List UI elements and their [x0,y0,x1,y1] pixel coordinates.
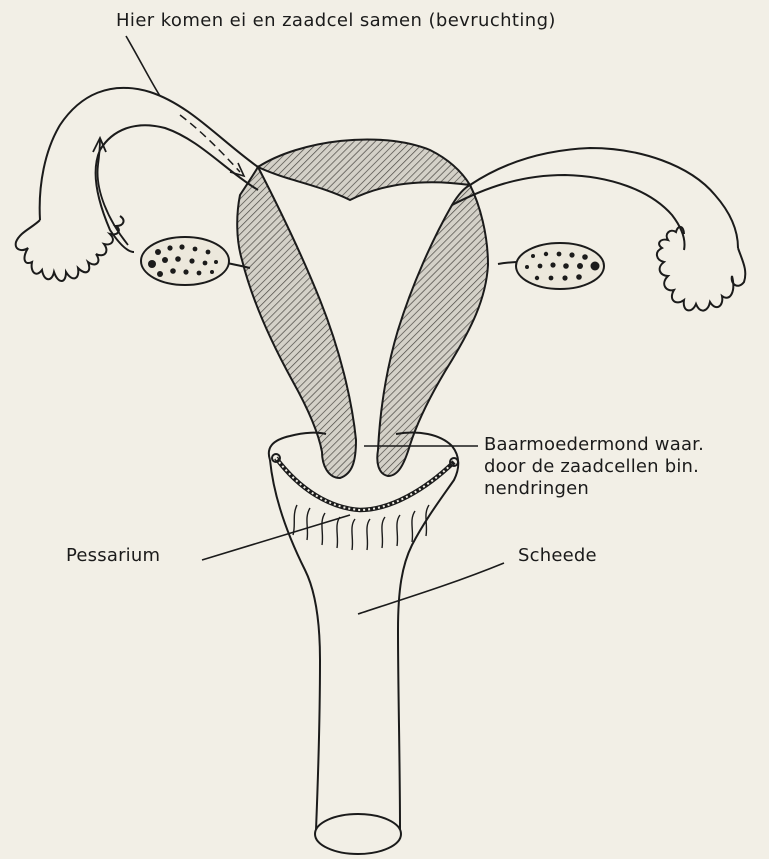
pessary-label: Pessarium [66,545,160,567]
vagina-leader [358,563,504,614]
uterus-right-wall [377,185,488,476]
pessary [272,454,458,510]
uterus-left-wall [237,167,356,478]
egg-path-arrow [180,115,240,172]
uterus-fundus [258,139,470,200]
vagina-label: Scheede [518,545,597,567]
pessary-leader [202,515,350,560]
vagina-opening [315,814,401,854]
vagina-left-wall [269,433,326,830]
cervix-label: Baarmoedermond waar. door de zaadcellen … [484,434,704,500]
ovaries [141,237,604,289]
fallopian-tubes [16,88,746,311]
fertilization-label: Hier komen ei en zaadcel samen (bevrucht… [116,10,556,32]
vagina-right-wall [396,433,458,831]
uterus-wall [237,139,488,478]
left-tube-outer [40,88,258,220]
cervix-label-line2: door de zaadcellen bin. [484,456,704,478]
cervix-label-line1: Baarmoedermond waar. [484,434,704,456]
vagina [269,433,458,855]
fertilization-leader [126,36,160,96]
right-tube-outer [470,148,738,248]
right-fimbriae [657,227,745,311]
cervix-label-line3: nendringen [484,478,704,500]
sperm-path-arrow [98,138,128,245]
